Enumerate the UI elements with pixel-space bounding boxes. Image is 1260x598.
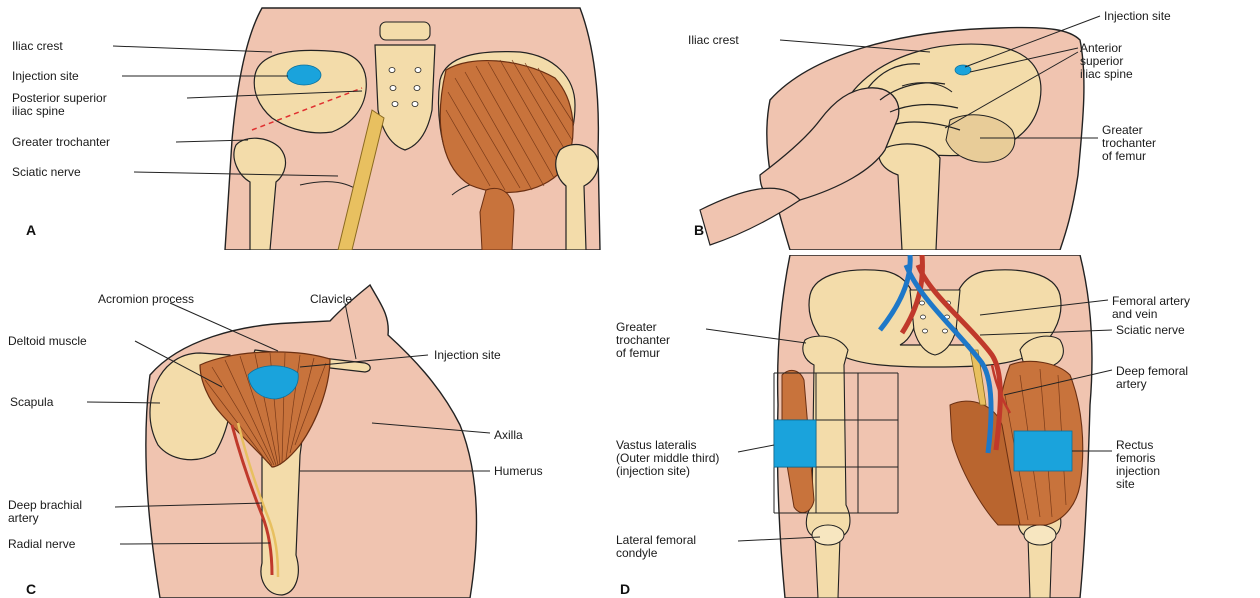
label-posterior-superior-iliac-spine: Posterior superior iliac spine bbox=[12, 92, 107, 118]
panel-letter-d: D bbox=[620, 581, 630, 597]
label-injection-site: Injection site bbox=[12, 70, 79, 83]
panel-letter-a: A bbox=[26, 222, 36, 238]
label-deep-femoral-artery: Deep femoral artery bbox=[1116, 365, 1188, 391]
panel-c-illustration bbox=[0, 255, 600, 598]
label-rectus-femoris-injection-site: Rectus femoris injection site bbox=[1116, 439, 1160, 491]
label-greater-trochanter-of-femur-d: Greater trochanter of femur bbox=[616, 321, 670, 360]
label-deep-brachial-artery: Deep brachial artery bbox=[8, 499, 82, 525]
label-iliac-crest: Iliac crest bbox=[12, 40, 63, 53]
label-radial-nerve: Radial nerve bbox=[8, 538, 75, 551]
label-deltoid-muscle: Deltoid muscle bbox=[8, 335, 87, 348]
label-greater-trochanter-of-femur-b: Greater trochanter of femur bbox=[1102, 124, 1156, 163]
panel-a-illustration bbox=[0, 0, 620, 250]
panel-letter-c: C bbox=[26, 581, 36, 597]
label-sciatic-nerve-d: Sciatic nerve bbox=[1116, 324, 1185, 337]
label-scapula: Scapula bbox=[10, 396, 53, 409]
panel-c: Acromion process Clavicle Deltoid muscle… bbox=[0, 255, 600, 598]
label-axilla: Axilla bbox=[494, 429, 523, 442]
panel-letter-b: B bbox=[694, 222, 704, 238]
label-sciatic-nerve: Sciatic nerve bbox=[12, 166, 81, 179]
label-greater-trochanter: Greater trochanter bbox=[12, 136, 110, 149]
panel-d: Greater trochanter of femur Femoral arte… bbox=[600, 255, 1260, 598]
label-iliac-crest-b: Iliac crest bbox=[688, 34, 739, 47]
label-humerus: Humerus bbox=[494, 465, 543, 478]
label-lateral-femoral-condyle: Lateral femoral condyle bbox=[616, 534, 696, 560]
label-injection-site-b: Injection site bbox=[1104, 10, 1171, 23]
panel-b: Iliac crest Injection site Anterior supe… bbox=[640, 0, 1260, 250]
label-injection-site-c: Injection site bbox=[434, 349, 501, 362]
label-anterior-superior-iliac-spine: Anterior superior iliac spine bbox=[1080, 42, 1133, 81]
label-femoral-artery-and-vein: Femoral artery and vein bbox=[1112, 295, 1190, 321]
label-vastus-lateralis-injection-site: Vastus lateralis (Outer middle third) (i… bbox=[616, 439, 719, 478]
label-acromion-process: Acromion process bbox=[98, 293, 194, 306]
label-clavicle: Clavicle bbox=[310, 293, 352, 306]
panel-a: Iliac crest Injection site Posterior sup… bbox=[0, 0, 620, 250]
